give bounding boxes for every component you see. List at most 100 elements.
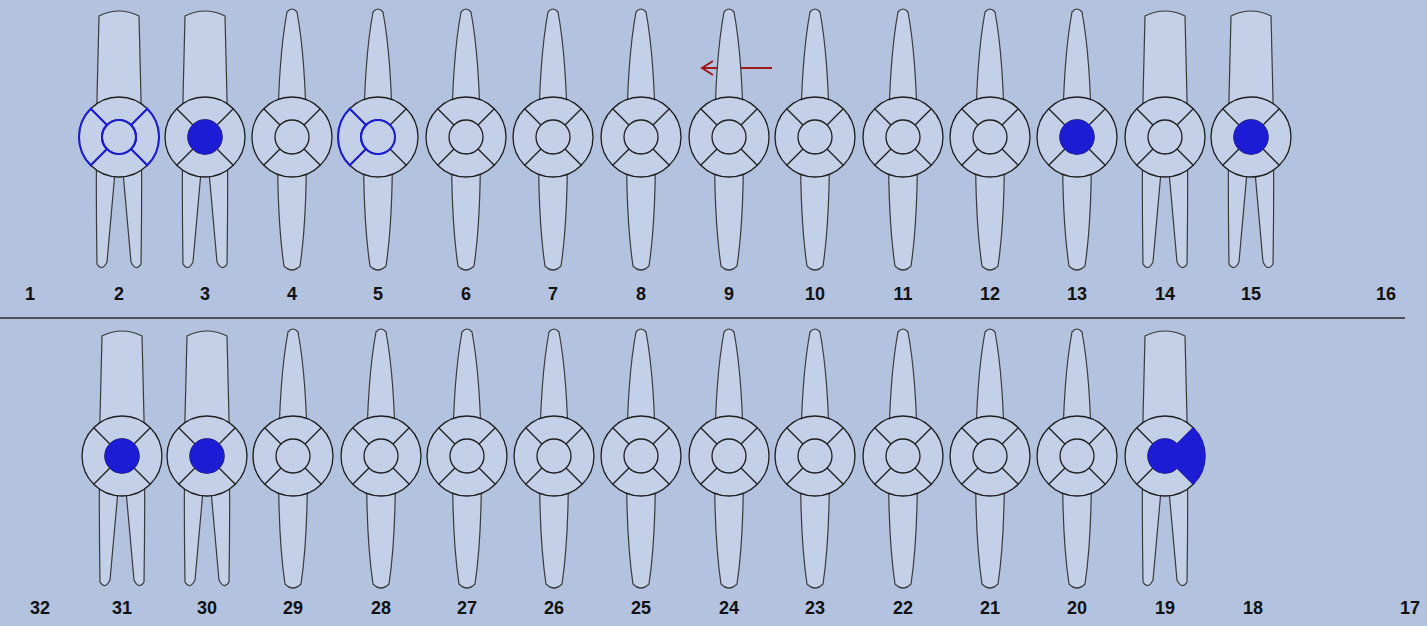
surface-circle	[427, 416, 507, 496]
surface-divider	[1049, 149, 1065, 165]
surface-divider	[1263, 109, 1279, 125]
surface-divider	[1049, 109, 1065, 125]
surface-divider	[1089, 468, 1105, 484]
tooth-number: 29	[283, 598, 303, 618]
surface-divider	[219, 428, 235, 444]
surface-divider	[701, 428, 717, 444]
surface-divider	[438, 149, 454, 165]
surface-divider	[179, 468, 195, 484]
tooth-number: 32	[30, 598, 50, 618]
surface-divider	[526, 428, 542, 444]
surface-divider	[264, 149, 280, 165]
tooth-outline	[1228, 11, 1273, 268]
tooth-outline	[99, 331, 144, 586]
surface-divider	[741, 109, 757, 125]
occlusal-circle	[798, 439, 832, 473]
occlusal-circle	[364, 439, 398, 473]
surface-divider	[565, 149, 581, 165]
surface-divider	[525, 149, 541, 165]
surface-divider	[177, 149, 193, 165]
surface-divider	[304, 149, 320, 165]
tooth-outline	[1142, 331, 1187, 586]
surface-circle	[950, 416, 1030, 496]
occlusal-circle	[886, 120, 920, 154]
occlusal-circle	[1060, 439, 1094, 473]
surface-divider	[741, 468, 757, 484]
surface-circle	[601, 416, 681, 496]
surface-divider	[565, 109, 581, 125]
tooth-number: 23	[805, 598, 825, 618]
tooth-number: 22	[893, 598, 913, 618]
surface-divider	[1177, 109, 1193, 125]
surface-circle	[426, 97, 506, 177]
surface-divider	[439, 468, 455, 484]
surface-divider	[1137, 468, 1153, 484]
surface-divider	[962, 468, 978, 484]
surface-circle	[82, 416, 162, 496]
surface-divider	[177, 109, 193, 125]
filled-occlusal	[1060, 120, 1094, 154]
occlusal-circle	[886, 439, 920, 473]
tooth-outline	[182, 11, 227, 268]
surface-divider	[1002, 428, 1018, 444]
surface-divider	[787, 149, 803, 165]
tooth-number: 5	[373, 284, 383, 304]
surface-circle	[1211, 97, 1291, 177]
occlusal-circle	[624, 120, 658, 154]
surface-divider	[479, 468, 495, 484]
surface-divider	[134, 428, 150, 444]
tooth-outline	[184, 331, 229, 586]
tooth-number: 4	[287, 284, 297, 304]
surface-divider	[701, 109, 717, 125]
occlusal-circle	[973, 120, 1007, 154]
surface-divider	[653, 428, 669, 444]
surface-divider	[566, 468, 582, 484]
tooth-number: 17	[1400, 598, 1420, 618]
tooth-number: 19	[1155, 598, 1175, 618]
surface-divider	[613, 149, 629, 165]
surface-divider	[353, 428, 369, 444]
surface-divider	[787, 109, 803, 125]
filled-occlusal	[1148, 439, 1182, 473]
surface-divider	[701, 149, 717, 165]
surface-divider	[217, 109, 233, 125]
surface-divider	[265, 428, 281, 444]
tooth-number: 24	[719, 598, 739, 618]
tooth-number: 6	[461, 284, 471, 304]
surface-divider	[438, 109, 454, 125]
surface-divider	[653, 109, 669, 125]
surface-circle	[1125, 416, 1205, 496]
surface-divider	[613, 109, 629, 125]
surface-divider	[1089, 149, 1105, 165]
surface-circle	[863, 416, 943, 496]
surface-divider	[525, 109, 541, 125]
surface-divider	[353, 468, 369, 484]
surface-divider	[1002, 149, 1018, 165]
surface-divider	[613, 428, 629, 444]
surface-divider	[1177, 149, 1193, 165]
surface-divider	[915, 428, 931, 444]
surface-circle	[950, 97, 1030, 177]
surface-divider	[1137, 428, 1153, 444]
surface-divider	[479, 428, 495, 444]
surface-circle	[1037, 416, 1117, 496]
surface-divider	[393, 428, 409, 444]
surface-divider	[875, 109, 891, 125]
surface-divider	[827, 428, 843, 444]
surface-divider	[875, 428, 891, 444]
surface-circle	[514, 416, 594, 496]
surface-divider	[875, 149, 891, 165]
surface-divider	[1223, 149, 1239, 165]
surface-divider	[1223, 109, 1239, 125]
tooth-number: 31	[112, 598, 132, 618]
surface-circle	[167, 416, 247, 496]
surface-circle	[775, 416, 855, 496]
surface-circle	[601, 97, 681, 177]
occlusal-circle	[276, 439, 310, 473]
tooth-number: 2	[114, 284, 124, 304]
arch-divider	[0, 317, 1405, 319]
occlusal-circle	[536, 120, 570, 154]
surface-divider	[305, 428, 321, 444]
occlusal-circle	[1148, 439, 1182, 473]
